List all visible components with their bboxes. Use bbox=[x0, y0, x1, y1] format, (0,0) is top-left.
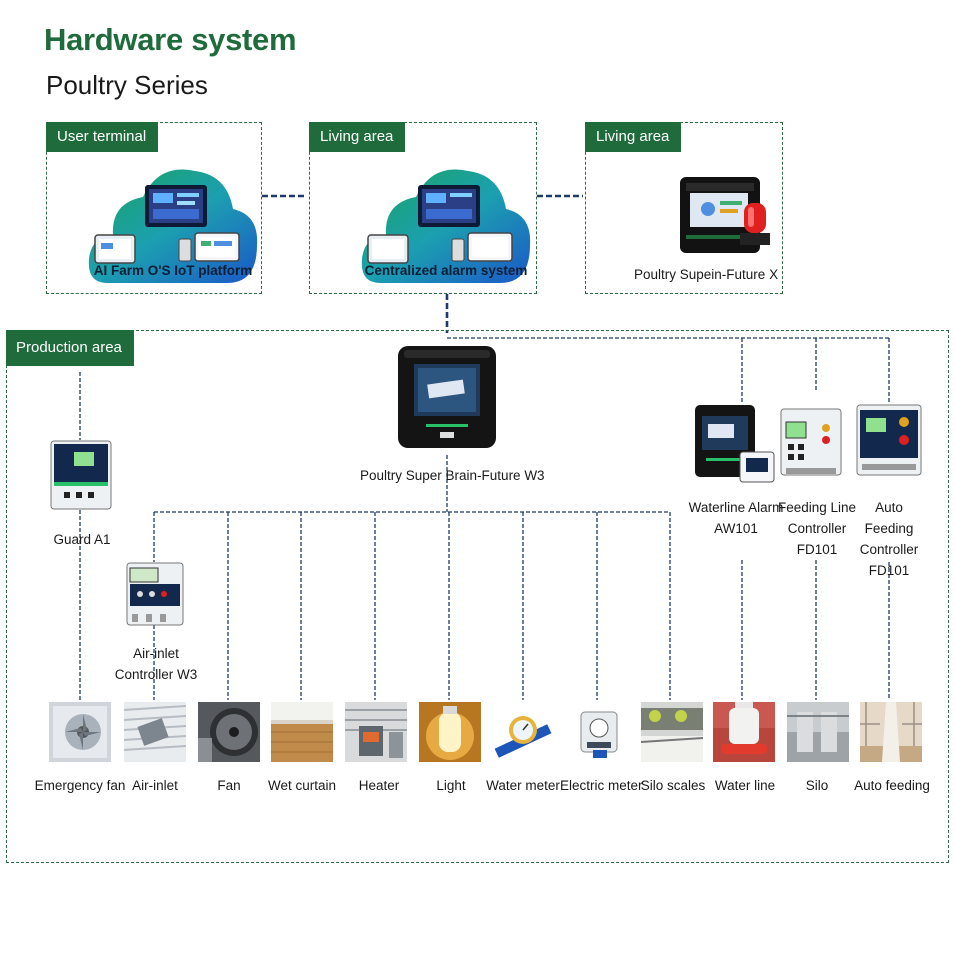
air-inlet-image bbox=[124, 702, 186, 762]
silo-image bbox=[787, 702, 849, 762]
air-inlet-controller-line-1: Air-inlet bbox=[133, 646, 179, 661]
living-area-tag-2: Living area bbox=[585, 122, 682, 152]
living-area-box-2: Living area Poultry Supein-Future X bbox=[585, 122, 783, 294]
endpoint-wet-curtain-label: Wet curtain bbox=[267, 778, 337, 793]
cloud-platform-caption: AI Farm O'S IoT platform bbox=[93, 263, 253, 278]
air-inlet-controller-icon bbox=[126, 562, 184, 631]
cloud-platform-icon: AI Farm O'S IoT platform bbox=[87, 147, 259, 289]
silo-scales-image bbox=[641, 702, 703, 762]
waterline-alarm-line-2: AW101 bbox=[714, 521, 758, 536]
fan-image bbox=[198, 702, 260, 762]
light-image bbox=[419, 702, 481, 762]
endpoint-emergency-fan-label: Emergency fan bbox=[34, 778, 126, 793]
auto-feeding-controller-icon bbox=[856, 404, 922, 481]
feeding-line-controller-line-1: Feeding Line bbox=[777, 500, 857, 515]
air-inlet-controller-line-2: Controller W3 bbox=[114, 667, 198, 682]
auto-feeding-controller-line-3: FD101 bbox=[868, 563, 910, 578]
waterline-alarm-label: Waterline Alarm AW101 bbox=[688, 497, 784, 539]
endpoint-silo-scales-label: Silo scales bbox=[640, 778, 706, 793]
wet-curtain-image bbox=[271, 702, 333, 762]
user-terminal-box: User terminal AI Farm O'S IoT platf bbox=[46, 122, 262, 294]
production-area-tag: Production area bbox=[6, 330, 134, 366]
page-subtitle: Poultry Series bbox=[46, 70, 208, 100]
super-brain-label: Poultry Super Brain-Future W3 bbox=[360, 468, 545, 483]
auto-feeding-image bbox=[860, 702, 922, 762]
guard-a1-label: Guard A1 bbox=[53, 532, 111, 547]
auto-feeding-controller-line-1: Auto Feeding bbox=[864, 500, 914, 536]
user-terminal-tag: User terminal bbox=[46, 122, 159, 152]
feeding-line-controller-line-2: Controller FD101 bbox=[787, 521, 847, 557]
page-title: Hardware system bbox=[44, 22, 297, 57]
heater-image bbox=[345, 702, 407, 762]
air-inlet-controller-label: Air-inlet Controller W3 bbox=[110, 643, 202, 685]
living-area-box-1: Living area Centralized alarm system bbox=[309, 122, 537, 294]
water-line-image bbox=[713, 702, 775, 762]
water-meter-image bbox=[492, 702, 554, 762]
super-brain-icon bbox=[396, 344, 498, 457]
waterline-alarm-icon bbox=[694, 404, 776, 489]
cloud-alarm-icon: Centralized alarm system bbox=[360, 147, 532, 289]
endpoint-electric-meter-label: Electric meter bbox=[560, 778, 643, 793]
feeding-line-controller-icon bbox=[780, 408, 842, 483]
living-area-tag-1: Living area bbox=[309, 122, 406, 152]
endpoint-fan-label: Fan bbox=[217, 778, 241, 793]
production-area-box: Production area bbox=[6, 330, 949, 863]
emergency-fan-image bbox=[49, 702, 111, 762]
electric-meter-image bbox=[567, 702, 629, 762]
waterline-alarm-line-1: Waterline Alarm bbox=[688, 500, 784, 515]
guard-a1-icon bbox=[50, 440, 112, 515]
feeding-line-controller-label: Feeding Line Controller FD101 bbox=[772, 497, 862, 560]
endpoint-heater-label: Heater bbox=[358, 778, 400, 793]
poultry-controller-x-label: Poultry Supein-Future X bbox=[634, 267, 779, 282]
cloud-alarm-caption: Centralized alarm system bbox=[364, 263, 528, 278]
endpoint-silo-label: Silo bbox=[805, 778, 829, 793]
endpoint-water-meter-label: Water meter bbox=[486, 778, 560, 793]
endpoint-air-inlet-label: Air-inlet bbox=[132, 778, 178, 793]
alarm-beacon-icon bbox=[740, 203, 770, 252]
auto-feeding-controller-line-2: Controller bbox=[859, 542, 919, 557]
endpoint-light-label: Light bbox=[436, 778, 466, 793]
endpoint-water-line-label: Water line bbox=[714, 778, 776, 793]
endpoint-auto-feeding-label: Auto feeding bbox=[854, 778, 930, 793]
auto-feeding-controller-label: Auto Feeding Controller FD101 bbox=[850, 497, 928, 581]
